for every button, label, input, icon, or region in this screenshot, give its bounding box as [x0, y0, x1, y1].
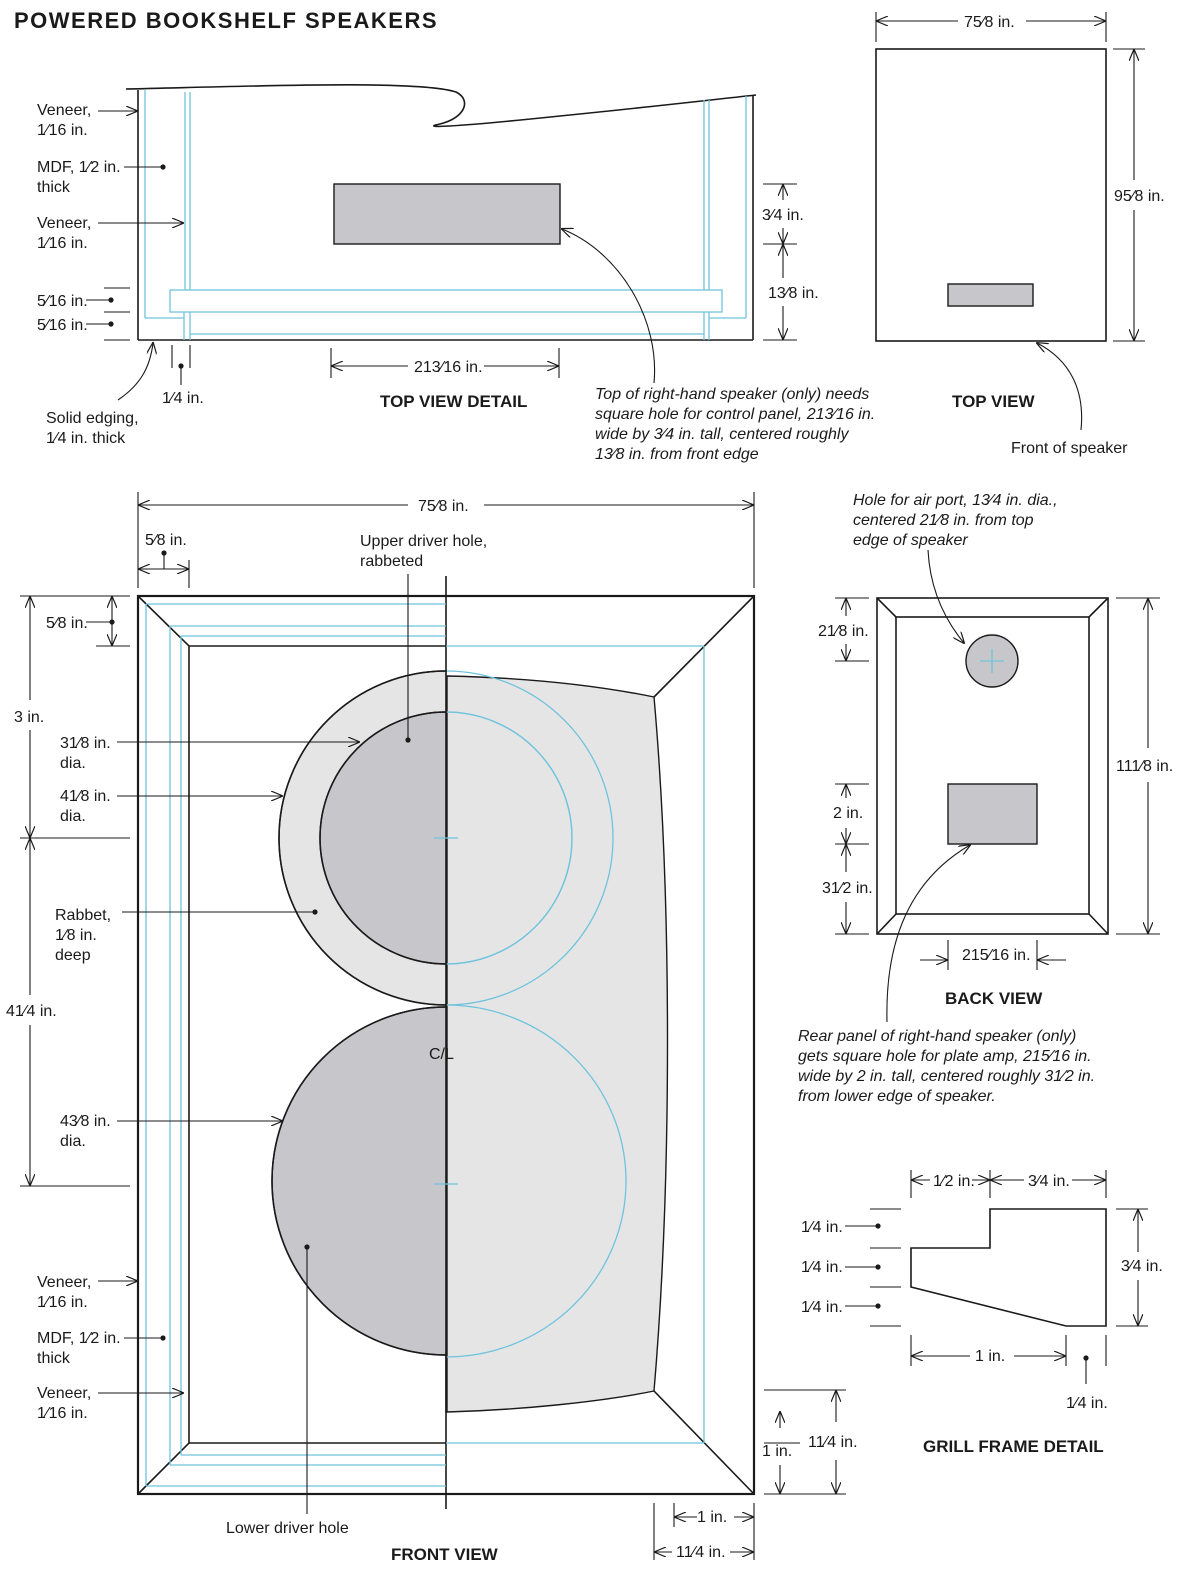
tv-front-label: Front of speaker [1011, 440, 1128, 457]
fv-dim-1-bottom: 1 in. [697, 1509, 727, 1526]
fv-dim-1-1-4-bottom: 11⁄4 in. [676, 1544, 726, 1561]
gf-dim-1-4-c: 1⁄4 in. [801, 1299, 843, 1316]
front-view: 75⁄8 in. 5⁄8 in. Upper driver hole,rabbe… [6, 492, 858, 1564]
tvd-dim-2-13-16: 213⁄16 in. [414, 359, 483, 376]
top-view-control-hole [947, 283, 1034, 307]
gf-dim-3-4-side: 3⁄4 in. [1121, 1258, 1163, 1275]
fv-dim-5-8-top: 5⁄8 in. [145, 532, 187, 549]
top-view: 75⁄8 in. 95⁄8 in. TOP VIEW Front of spea… [875, 12, 1165, 457]
top-view-detail: Veneer,1⁄16 in. MDF, 1⁄2 in.thick Veneer… [37, 84, 875, 463]
page-title: POWERED BOOKSHELF SPEAKERS [14, 8, 438, 33]
fv-veneer-inner: Veneer,1⁄16 in. [37, 1385, 91, 1422]
front-view-label: FRONT VIEW [391, 1545, 499, 1564]
tvd-dim-3-4: 3⁄4 in. [762, 207, 804, 224]
back-view: Hole for air port, 13⁄4 in. dia.,centere… [798, 492, 1173, 1105]
top-view-detail-label: TOP VIEW DETAIL [380, 392, 527, 411]
plate-amp-note: Rear panel of right-hand speaker (only)g… [798, 1028, 1095, 1105]
fv-lower-driver: Lower driver hole [226, 1520, 349, 1537]
fv-veneer-outer: Veneer,1⁄16 in. [37, 1274, 91, 1311]
control-panel-hole [333, 183, 561, 245]
tvd-dim-5-16-a: 5⁄16 in. [37, 293, 88, 310]
tvd-dim-1-3-8: 13⁄8 in. [768, 285, 819, 302]
tvd-solid-edging: Solid edging,1⁄4 in. thick [46, 410, 139, 447]
air-port-note: Hole for air port, 13⁄4 in. dia.,centere… [853, 492, 1058, 549]
gf-dim-1-4-bottom: 1⁄4 in. [1066, 1395, 1108, 1412]
fv-upper-driver: Upper driver hole,rabbeted [360, 533, 487, 570]
fv-mdf: MDF, 1⁄2 in.thick [37, 1330, 121, 1367]
fv-dim-1-side: 1 in. [762, 1443, 792, 1460]
gf-dim-1-2: 1⁄2 in. [933, 1173, 975, 1190]
tvd-dim-1-4: 1⁄4 in. [162, 390, 204, 407]
fv-rabbet: Rabbet,1⁄8 in.deep [55, 907, 111, 964]
grill-frame-detail: 1⁄2 in. 3⁄4 in. 1⁄4 in. 1⁄4 in. 1⁄4 in. … [801, 1170, 1163, 1456]
bv-dim-2-15-16: 215⁄16 in. [962, 947, 1031, 964]
top-view-label: TOP VIEW [952, 392, 1035, 411]
fv-dim-1-1-4-side: 11⁄4 in. [808, 1434, 858, 1451]
grill-frame-detail-label: GRILL FRAME DETAIL [923, 1437, 1104, 1456]
tvd-veneer-outer: Veneer,1⁄16 in. [37, 102, 91, 139]
fv-dim-5-8-side: 5⁄8 in. [46, 615, 88, 632]
fv-dia-4-1-8: 41⁄8 in.dia. [60, 788, 111, 825]
tvd-veneer-inner: Veneer,1⁄16 in. [37, 215, 91, 252]
tv-width: 75⁄8 in. [964, 14, 1015, 31]
fv-width: 75⁄8 in. [418, 498, 469, 515]
fv-dia-4-3-8: 43⁄8 in.dia. [60, 1113, 111, 1150]
tvd-mdf: MDF, 1⁄2 in.thick [37, 159, 121, 196]
fv-centerline: C/L [429, 1046, 454, 1063]
gf-dim-1-4-a: 1⁄4 in. [801, 1219, 843, 1236]
bv-dim-2: 2 in. [833, 805, 863, 822]
bv-dim-11-1-8: 111⁄8 in. [1116, 758, 1173, 775]
fv-dim-4-1-4: 41⁄4 in. [6, 1003, 57, 1020]
plate-amp-hole [947, 783, 1038, 845]
back-view-label: BACK VIEW [945, 989, 1043, 1008]
gf-dim-3-4-top: 3⁄4 in. [1028, 1173, 1070, 1190]
tvd-dim-5-16-b: 5⁄16 in. [37, 317, 88, 334]
fv-dim-3: 3 in. [14, 709, 44, 726]
bv-dim-2-1-8: 21⁄8 in. [818, 623, 869, 640]
bv-dim-3-1-2: 31⁄2 in. [822, 880, 873, 897]
fv-dia-3-1-8: 31⁄8 in.dia. [60, 735, 111, 772]
tv-depth: 95⁄8 in. [1114, 188, 1165, 205]
gf-dim-1-4-b: 1⁄4 in. [801, 1259, 843, 1276]
gf-dim-1: 1 in. [975, 1348, 1005, 1365]
